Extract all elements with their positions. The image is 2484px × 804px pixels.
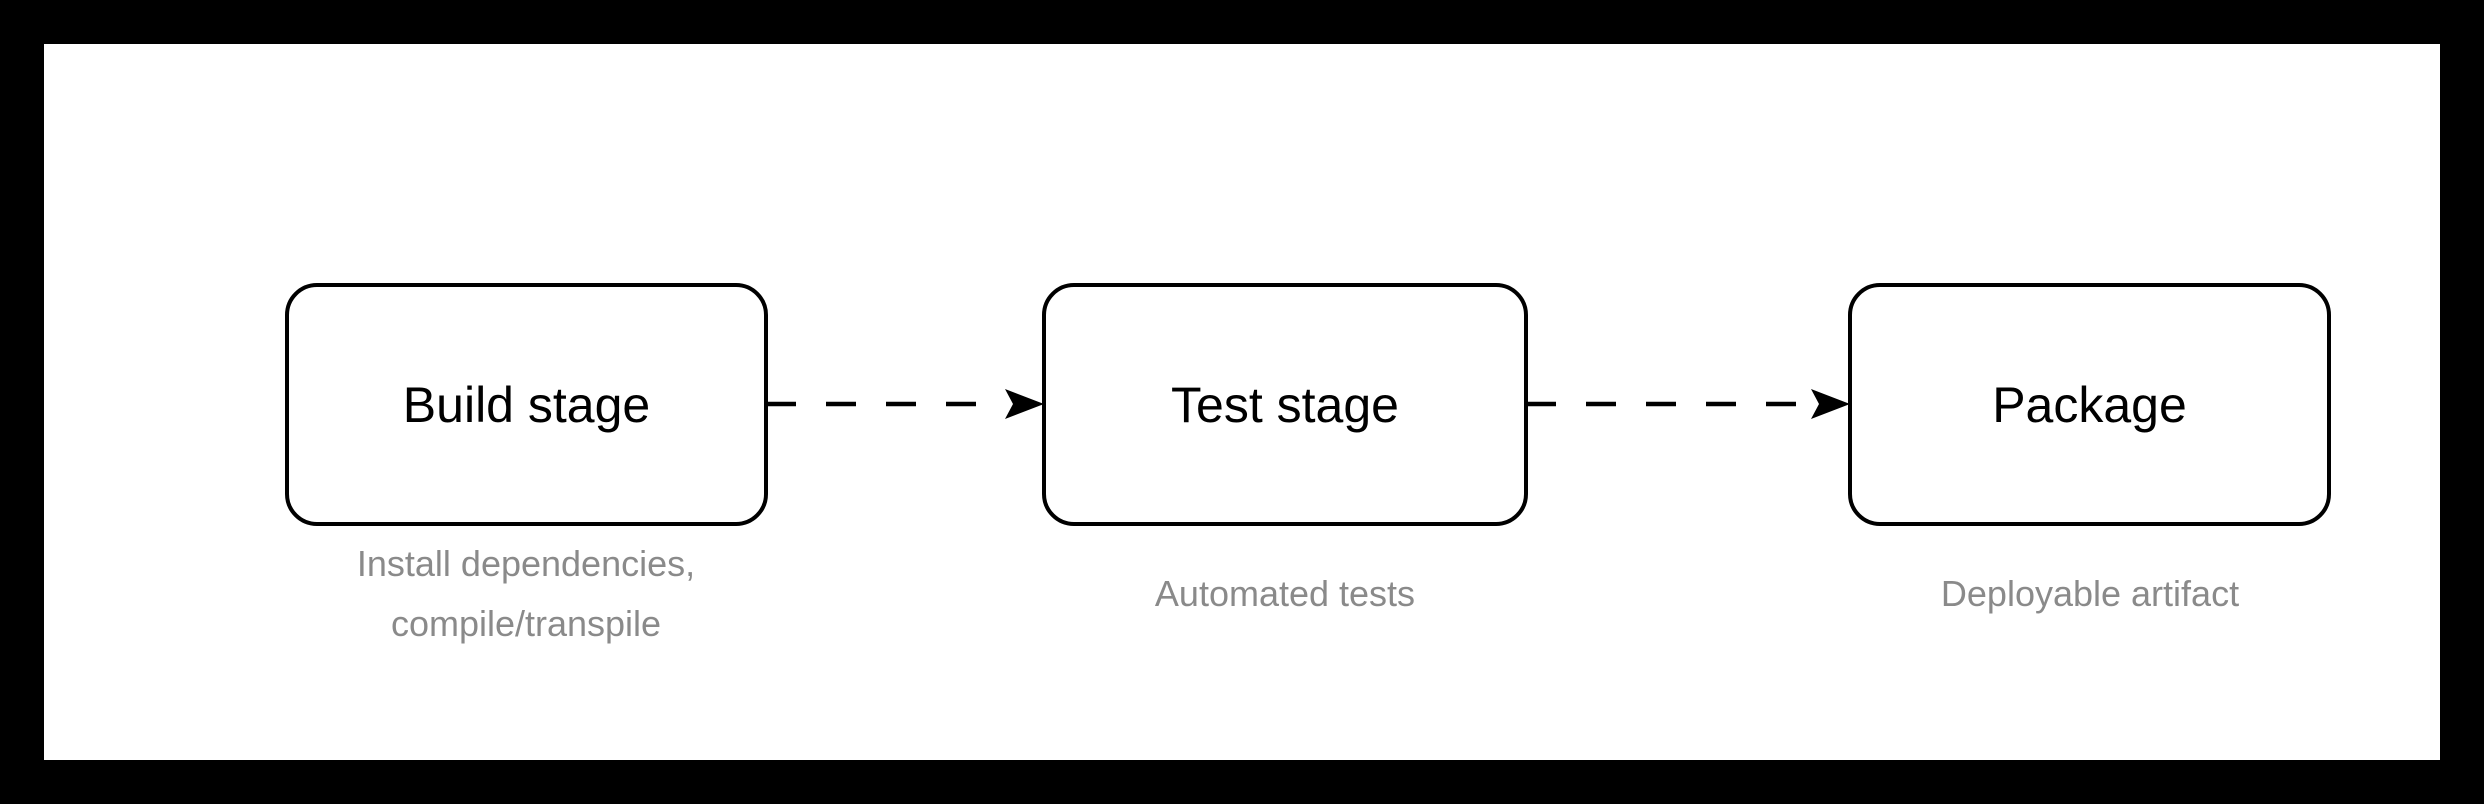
node-test-stage: Test stage <box>1042 283 1528 526</box>
node-label: Package <box>1992 376 2187 433</box>
node-caption-package: Deployable artifact <box>1740 534 2440 654</box>
caption-text: Deployable artifact <box>1940 573 2240 614</box>
node-caption-build-stage: Install dependencies, compile/transpile <box>176 534 876 654</box>
caption-text: Install dependencies, compile/transpile <box>356 543 696 644</box>
node-package: Package <box>1848 283 2331 526</box>
arrowhead-icon <box>1005 389 1044 419</box>
connector-build-to-test <box>766 389 1044 419</box>
node-label: Build stage <box>402 376 651 433</box>
node-caption-test-stage: Automated tests <box>935 534 1635 654</box>
node-build-stage: Build stage <box>285 283 768 526</box>
connector-layer <box>766 389 1850 419</box>
caption-text: Automated tests <box>1154 573 1416 614</box>
connector-test-to-package <box>1526 389 1850 419</box>
node-label: Test stage <box>1171 376 1399 433</box>
diagram-canvas: Build stage Test stage Package Install d… <box>44 44 2440 760</box>
arrowhead-icon <box>1811 389 1850 419</box>
